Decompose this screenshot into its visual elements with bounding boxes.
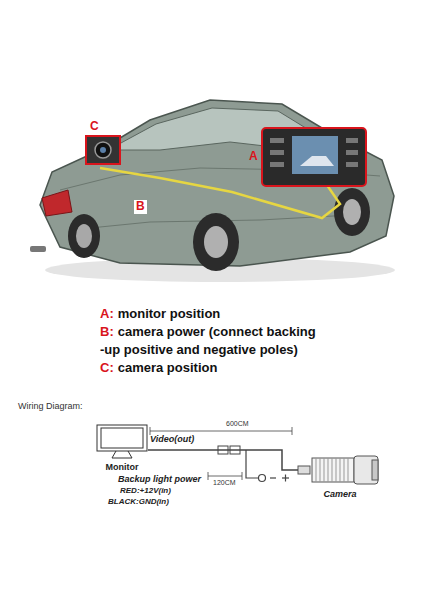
car-illustration [204, 226, 228, 258]
edge-label: Video(out) [150, 434, 194, 444]
dimension-line [150, 431, 292, 432]
car-illustration [76, 224, 92, 248]
camera-icon [316, 458, 348, 482]
power-wire [270, 477, 276, 478]
video-cable [148, 450, 298, 470]
monitor-inset [292, 136, 338, 174]
icon-space [96, 424, 148, 458]
dimension-line [242, 472, 243, 480]
car-illustration [68, 214, 100, 258]
camera-icon [354, 456, 378, 484]
note-letter: B: [100, 324, 114, 339]
car-illustration [30, 246, 46, 252]
note-text: monitor position [118, 306, 221, 321]
power-wire [259, 475, 266, 482]
monitor-inset [346, 162, 358, 167]
monitor-inset [270, 162, 284, 167]
note-line: B:camera power (connect backing -up posi… [100, 323, 319, 359]
dimension-line [292, 427, 293, 435]
dimension-line [208, 472, 209, 480]
camera-icon [298, 466, 310, 474]
monitor-inset [346, 138, 358, 143]
camera-icon [372, 460, 378, 480]
car-illustration [343, 199, 361, 225]
camera-inset [95, 142, 111, 158]
camera-icon [298, 456, 378, 484]
dimension-label: 600CM [226, 420, 249, 428]
power-wire [246, 450, 258, 478]
monitor-icon [97, 425, 147, 458]
dimension-line [150, 427, 292, 480]
note-letter: A: [100, 306, 114, 321]
monitor-icon [101, 428, 143, 448]
camera-inset [100, 147, 106, 153]
note-line: C: camera position [100, 359, 217, 377]
note-line: A: monitor position [100, 305, 220, 323]
note-letter: C: [100, 360, 114, 375]
monitor-inset [262, 128, 366, 186]
icon-space [298, 455, 382, 485]
dimension-label: 120CM [213, 479, 236, 487]
monitor-inset [346, 150, 358, 155]
callout-letter: A [249, 150, 258, 164]
node-label: Camera [323, 489, 356, 499]
power-wire [285, 475, 286, 482]
car-illustration [40, 100, 394, 266]
wire-label: Backup light power [118, 474, 201, 484]
wire-label: RED:+12V(in) [120, 486, 171, 495]
monitor-inset [270, 138, 284, 143]
monitor-inset [262, 128, 366, 186]
car-illustration [334, 188, 370, 236]
dimension-line [150, 427, 151, 435]
wire-label: BLACK:GND(in) [108, 497, 169, 506]
camera-inset [86, 136, 120, 164]
monitor-icon [97, 425, 147, 451]
callout-letter: B [134, 200, 147, 214]
monitor-icon [112, 451, 132, 458]
section-heading: Wiring Diagram: [18, 401, 83, 411]
callout-letter: C [90, 120, 99, 134]
note-text: camera position [118, 360, 218, 375]
note-text: camera power (connect backing -up positi… [100, 324, 316, 357]
monitor-node: Monitor [96, 424, 148, 472]
car-illustration [193, 213, 239, 271]
camera-node: Camera [298, 455, 382, 499]
car-illustration [42, 190, 72, 216]
camera-inset [86, 136, 120, 164]
monitor-inset [300, 156, 334, 166]
node-label: Monitor [106, 462, 139, 472]
dimension-line [208, 476, 242, 477]
camera-icon [312, 458, 354, 482]
car-illustration [30, 100, 395, 282]
monitor-inset [270, 150, 284, 155]
